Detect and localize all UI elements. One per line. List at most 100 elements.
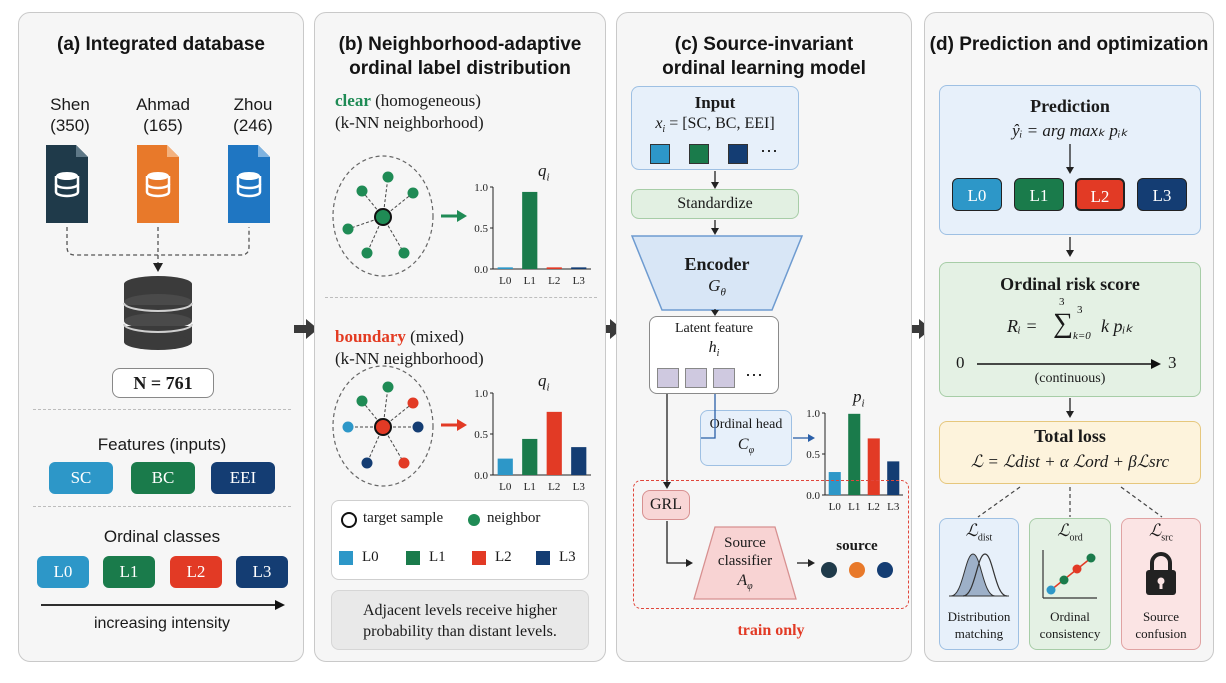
x-tick-label: L0 bbox=[499, 275, 512, 287]
y-tick-label: 0.5 bbox=[474, 223, 488, 235]
input-ellipsis: ⋯ bbox=[760, 141, 778, 161]
ordinal-classes-title: Ordinal classes bbox=[103, 527, 221, 546]
legend-target-label: target sample bbox=[363, 510, 444, 526]
risk-start: 0 bbox=[956, 353, 965, 372]
input-square-sc bbox=[650, 144, 670, 164]
legend-swatch-l3 bbox=[536, 551, 550, 565]
legend-neighbor-label: neighbor bbox=[487, 510, 541, 526]
q-label-clear: qi bbox=[538, 161, 550, 183]
prediction-chip-l2: L2 bbox=[1075, 178, 1125, 211]
neighbor-icon bbox=[468, 514, 480, 526]
loss-src-label: ℒsrc bbox=[1121, 521, 1201, 543]
panel-source-invariant-model: (c) Source-invariant ordinal learning mo… bbox=[616, 12, 912, 662]
x-tick-label: L2 bbox=[548, 275, 560, 287]
sum-symbol: ∑ bbox=[1053, 308, 1073, 339]
latent-square bbox=[657, 368, 679, 388]
bar-l1 bbox=[522, 438, 538, 475]
panel-d-title: (d) Prediction and optimization bbox=[929, 34, 1209, 55]
ordinal-head-label: Ordinal head bbox=[709, 417, 783, 432]
encoder-label: Encoder bbox=[684, 254, 750, 274]
q-symbol: q bbox=[538, 371, 547, 390]
total-loss-formula: ℒ = ℒdist + α ℒord + βℒsrc bbox=[970, 452, 1170, 471]
loss-symbol: ℒ bbox=[1057, 521, 1070, 540]
y-tick-label: 0.5 bbox=[474, 429, 488, 441]
flow-arrow-down bbox=[1066, 398, 1074, 418]
input-title: Input bbox=[694, 93, 736, 112]
note-line2: probability than distant levels. bbox=[363, 623, 557, 640]
panel-b-title-line1: (b) Neighborhood-adaptive bbox=[338, 34, 582, 55]
sum-top-2: 3 bbox=[1077, 304, 1083, 316]
risk-scale-arrow bbox=[977, 359, 1161, 369]
phi-subscript: φ bbox=[748, 445, 755, 457]
boundary-neighborhood-graphic bbox=[332, 365, 434, 487]
panel-prediction-optimization: (d) Prediction and optimization Predicti… bbox=[924, 12, 1214, 662]
shen-database-file-icon bbox=[46, 145, 88, 223]
q-symbol: q bbox=[538, 161, 547, 180]
divider bbox=[33, 506, 291, 507]
risk-lhs: Rᵢ = bbox=[1007, 316, 1038, 336]
loss-ord-label: ℒord bbox=[1029, 521, 1111, 543]
y-tick-label: 1.0 bbox=[474, 388, 488, 400]
divider bbox=[33, 409, 291, 410]
y-tick-label: 1.0 bbox=[806, 408, 820, 420]
source-dots bbox=[821, 562, 893, 578]
loss-symbol: ℒ bbox=[965, 521, 978, 540]
clear-word: clear bbox=[335, 91, 371, 110]
theta-subscript: θ bbox=[720, 286, 726, 299]
sum-bottom: k=0 bbox=[1073, 330, 1091, 342]
prediction-chip-l0: L0 bbox=[952, 178, 1002, 211]
y-tick-label: 1.0 bbox=[474, 182, 488, 194]
c-symbol: C bbox=[737, 436, 749, 453]
y-tick-label: 0.0 bbox=[474, 470, 488, 482]
knn-label-boundary: (k-NN neighborhood) bbox=[335, 349, 484, 368]
phi-subscript: φ bbox=[747, 581, 753, 593]
class-chip-l1: L1 bbox=[103, 556, 155, 588]
bar-l2 bbox=[546, 267, 562, 269]
knn-label-clear: (k-NN neighborhood) bbox=[335, 113, 484, 132]
boundary-rest: (mixed) bbox=[405, 327, 464, 346]
bar-l1 bbox=[522, 191, 538, 269]
bar-l0 bbox=[497, 458, 513, 475]
grl-box: GRL bbox=[642, 490, 690, 520]
loss-dist-caption2: matching bbox=[954, 626, 1004, 641]
loss-src-caption2: confusion bbox=[1135, 626, 1187, 641]
source-shen-name: Shen bbox=[50, 95, 90, 114]
encoder-block bbox=[631, 235, 803, 311]
x-tick-label: L0 bbox=[829, 501, 842, 513]
loss-subscript: ord bbox=[1069, 532, 1083, 544]
prediction-chip-l1: L1 bbox=[1014, 178, 1064, 211]
feature-chip-sc: SC bbox=[49, 462, 113, 494]
legend-box bbox=[331, 500, 589, 580]
latent-label: Latent feature bbox=[674, 321, 754, 336]
loss-term-connectors bbox=[977, 486, 1163, 518]
legend-swatch-l1 bbox=[406, 551, 420, 565]
panel-c-title-line2: ordinal learning model bbox=[662, 58, 866, 79]
legend-swatch-l2 bbox=[472, 551, 486, 565]
divider bbox=[325, 297, 597, 298]
q-subscript: i bbox=[546, 381, 550, 394]
integrated-database-icon-lower bbox=[123, 302, 193, 350]
encoder-symbol: Gθ bbox=[631, 276, 803, 298]
loss-subscript: dist bbox=[977, 532, 993, 544]
source-ahmad-count: (165) bbox=[143, 116, 183, 135]
total-loss-box bbox=[939, 421, 1201, 484]
p-symbol: p bbox=[853, 387, 862, 406]
prediction-chip-l3: L3 bbox=[1137, 178, 1187, 211]
latent-symbol: hi bbox=[649, 339, 779, 359]
prediction-formula: ŷᵢ = arg maxₖ pᵢₖ bbox=[1012, 121, 1128, 140]
feature-chip-eei: EEI bbox=[211, 462, 275, 494]
risk-score-box bbox=[939, 262, 1201, 397]
x-tick-label: L1 bbox=[524, 481, 536, 493]
ordinal-trend-icon bbox=[1042, 550, 1097, 599]
panel-b-title-line2: ordinal label distribution bbox=[349, 58, 571, 79]
risk-title: Ordinal risk score bbox=[1000, 274, 1140, 294]
loss-ord-caption1: Ordinal bbox=[1050, 609, 1090, 624]
clear-rest: (homogeneous) bbox=[370, 91, 481, 110]
flow-arrow-down bbox=[1066, 237, 1074, 257]
source-classifier-symbol: Aφ bbox=[693, 572, 797, 592]
x-tick-label: L2 bbox=[548, 481, 560, 493]
panel-c-title-line1: (c) Source-invariant bbox=[674, 34, 854, 55]
features-title: Features (inputs) bbox=[97, 435, 227, 454]
